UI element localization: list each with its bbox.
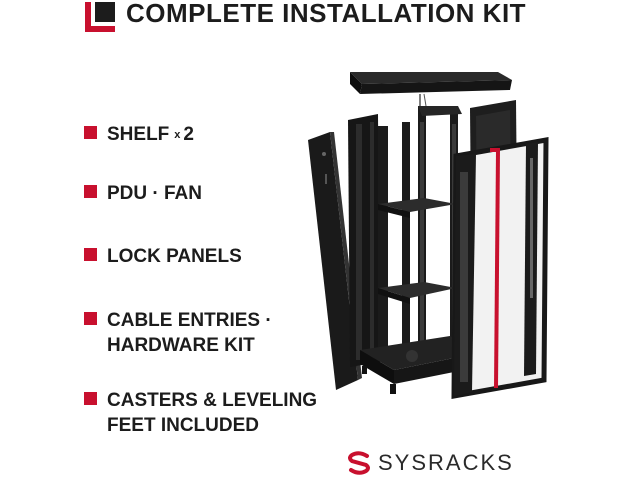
square-bullet-icon [84,126,97,139]
feature-cable-hardware: CABLE ENTRIES · HARDWARE KIT [84,308,272,358]
feature-label: LOCK PANELS [107,246,242,267]
s-brand-logo-icon [348,451,370,475]
square-bullet-icon [84,392,97,405]
feature-casters-feet: CASTERS & LEVELING FEET INCLUDED [84,388,317,438]
rack-top-cover [350,72,512,110]
brand-logo: SYSRACKS [346,450,514,476]
square-bullet-icon [84,185,97,198]
feature-qty-number: 2 [183,124,194,145]
rack-frame [378,106,462,358]
page-title: COMPLETE INSTALLATION KIT [126,0,527,28]
feature-label: SHELF [107,124,170,145]
rack-rear-frame [348,114,380,367]
feature-lock-panels: LOCK PANELS [84,244,242,269]
feature-pdu-fan: PDU · FAN [84,181,202,206]
square-bullet-icon [84,312,97,325]
feature-qty-x: x [174,129,181,141]
feature-line: CABLE ENTRIES · [107,310,272,331]
exploded-rack-illustration [308,72,549,399]
feature-line: CASTERS & LEVELING [107,390,318,411]
feature-line: FEET INCLUDED [107,415,259,436]
feature-label: PDU · FAN [107,183,202,204]
feature-line: HARDWARE KIT [107,335,255,356]
square-bullet-icon [84,248,97,261]
corner-bracket-logo-icon [85,2,115,32]
brand-name: SYSRACKS [378,450,514,475]
rack-front-door [451,137,549,399]
rack-shelves [378,198,456,304]
